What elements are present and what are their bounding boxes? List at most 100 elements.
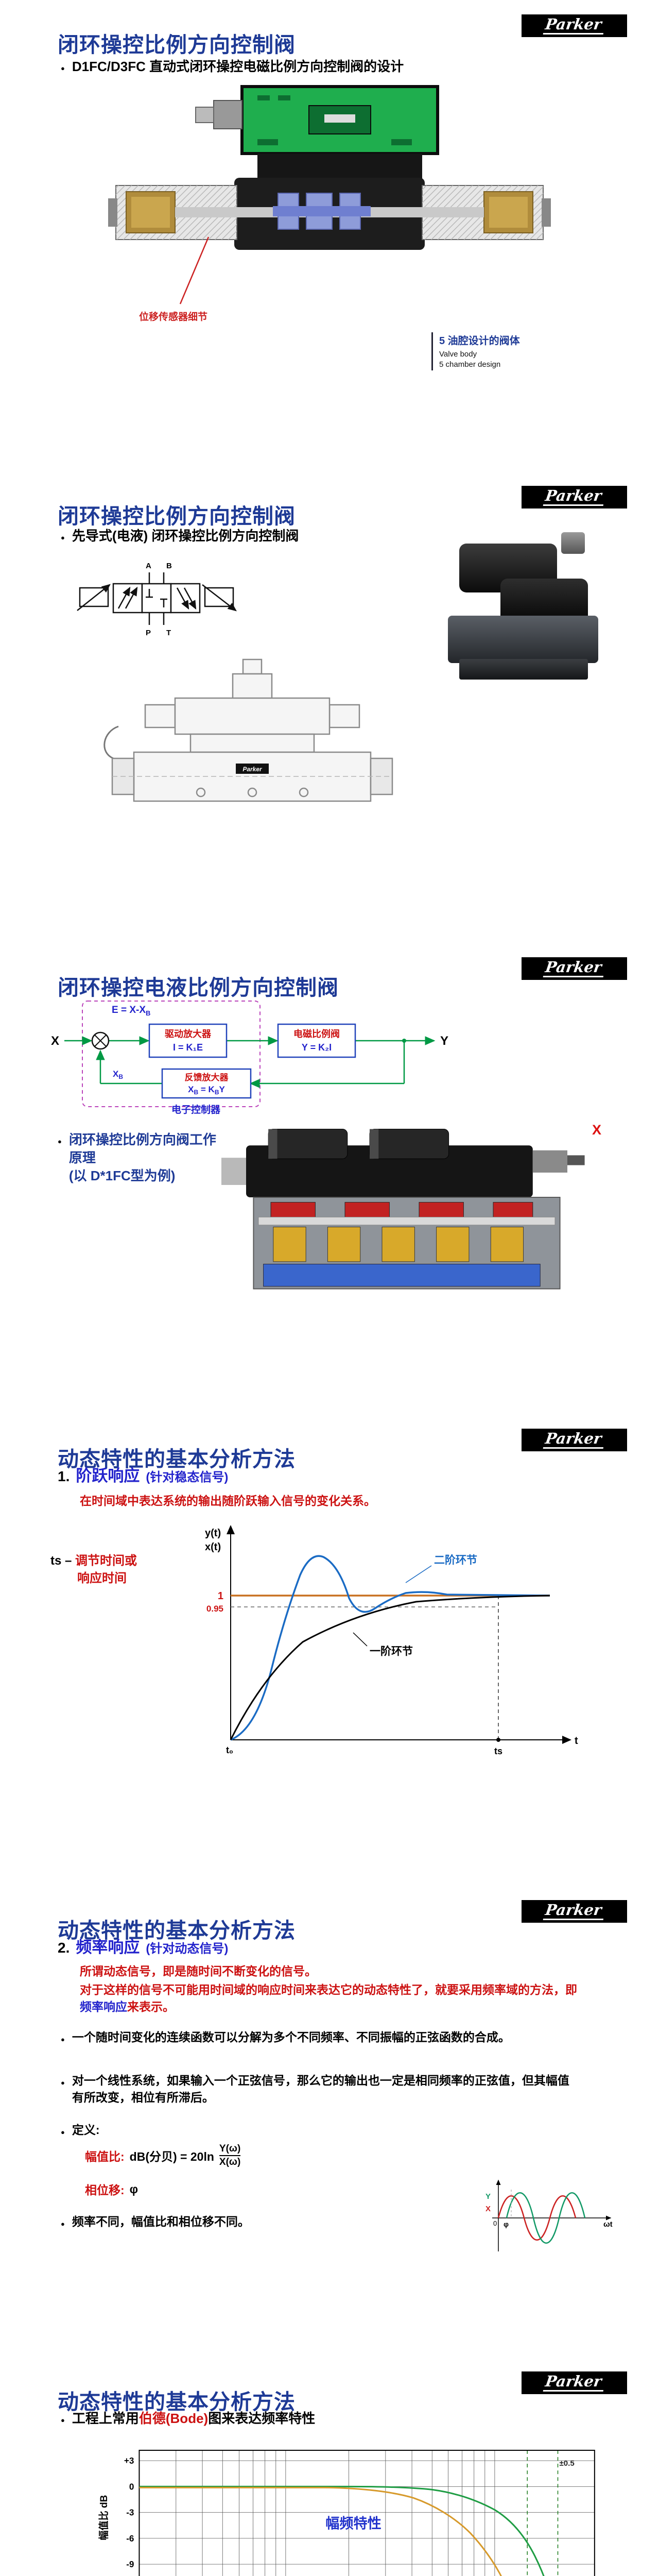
ts-text-2: 响应时间 (77, 1571, 127, 1585)
port-b-label: B (166, 562, 172, 570)
mag-tick-4: -9 (126, 2560, 134, 2569)
origin-label: t₀ (226, 1745, 233, 1755)
parker-logo-text: Parker (543, 958, 606, 977)
section-heading: 1. 阶跃响应 (针对稳态信号) (58, 1463, 228, 1486)
bullet-item: 工程上常用伯德(Bode)图来表达频率特性 (61, 2410, 596, 2428)
tolerance-label: ±0.5 (560, 2459, 575, 2468)
valve-cutaway-render (221, 1129, 585, 1290)
magnitude-axis-title: 幅值比 dB (98, 2495, 110, 2540)
pilot-x-marker: X (592, 1122, 602, 1138)
fraction-denominator: X(ω) (219, 2156, 241, 2167)
ts-text-1: 调节时间或 (75, 1554, 137, 1568)
valve-housing-top (257, 154, 422, 179)
error-formula: E = X-XB (112, 1005, 150, 1017)
bullet-text: 先导式(电液) 闭环操控比例方向控制阀 (72, 528, 299, 544)
principle-line-1: 闭环操控比例方向阀工作原理 (68, 1132, 216, 1166)
controller-label: 电子控制器 (171, 1104, 221, 1115)
chamber-label-en1: Valve body (439, 350, 477, 359)
parker-logo: Parker (522, 14, 627, 37)
phase-shift-definition: 相位移: φ (85, 2180, 138, 2198)
valve-photo (439, 529, 609, 684)
valve-body-block (448, 616, 598, 663)
t-axis-label: t (575, 1735, 578, 1747)
port-a-label: A (146, 562, 151, 570)
connector (561, 532, 585, 554)
port-t-label: T (166, 629, 171, 637)
valve-cross-section-illustration (108, 85, 551, 304)
feedback-formula: XB = KBY (188, 1084, 225, 1096)
svg-text:驱动放大器: 驱动放大器 (165, 1028, 212, 1039)
parker-logo-text: Parker (543, 487, 606, 506)
svg-text:反馈放大器: 反馈放大器 (185, 1072, 229, 1082)
parker-logo: Parker (522, 486, 627, 509)
heading-paren: (针对稳态信号) (146, 1470, 229, 1484)
tick-095: 0.95 (206, 1604, 223, 1614)
ts-legend: ts – 调节时间或 响应时间 (50, 1552, 137, 1587)
svg-text:Y = K₂I: Y = K₂I (302, 1042, 332, 1053)
bode-post: 图来表达频率特性 (208, 2411, 316, 2426)
fraction-bar (219, 2155, 241, 2156)
y-axis-label-2: x(t) (205, 1541, 221, 1553)
page-title: 闭环操控比例方向控制阀 (58, 504, 296, 529)
page-title: 闭环操控电液比例方向控制阀 (58, 976, 339, 1000)
bullet-item: 频率不同，幅值比和相位移不同。 (61, 2213, 473, 2231)
spool-lands (273, 193, 371, 230)
bullet-text: 对一个线性系统，如果输入一个正弦信号，那么它的输出也一定是相同频率的正弦值，但其… (72, 2074, 569, 2105)
section-heading: 2. 频率响应 (针对动态信号) (58, 1934, 228, 1957)
omega-t-label: ωt (603, 2220, 613, 2229)
mag-tick-1: 0 (129, 2482, 134, 2492)
valve-base (459, 659, 588, 680)
para2-pre: 对于这样的信号不可能用时间域的响应时间来表达它的动态特性了，就要采用频率域的方法… (80, 1983, 577, 1996)
slide-2-pilot-operated-valve: 闭环操控比例方向控制阀 Parker 先导式(电液) 闭环操控比例方向控制阀 (0, 471, 659, 943)
svg-text:电磁比例阀: 电磁比例阀 (293, 1028, 340, 1039)
feedback-amplifier-block: 反馈放大器 XB = KBY (161, 1068, 252, 1099)
bullet-text: 工程上常用伯德(Bode)图来表达频率特性 (72, 2410, 315, 2428)
parker-logo-text: Parker (543, 2372, 606, 2392)
ts-axis-dot (496, 1738, 500, 1742)
bullet-item: 对一个线性系统，如果输入一个正弦信号，那么它的输出也一定是相同频率的正弦值，但其… (61, 2072, 581, 2107)
heading-number: 2. (58, 1940, 70, 1956)
bullet-item: D1FC/D3FC 直动式闭环操控电磁比例方向控制阀的设计 (61, 58, 606, 76)
y-amplitude-label: Y (485, 2192, 491, 2201)
phi-label: φ (504, 2220, 509, 2228)
second-order-label: 二阶环节 (434, 1554, 477, 1566)
spool (258, 1216, 556, 1226)
ts-symbol: ts – (50, 1554, 72, 1568)
plot-border (138, 2450, 595, 2576)
para-dynamic-signal: 所谓动态信号，即是随时间不断变化的信号。 (80, 1964, 317, 1978)
page-title: 动态特性的基本分析方法 (58, 1447, 296, 1471)
sine-wave-figure: Y X 0 φ ωt (485, 2179, 613, 2251)
sensor-leader-line (179, 236, 210, 304)
pcb-connector (195, 100, 242, 129)
red-channels (270, 1202, 533, 1219)
xb-label: XB (113, 1069, 123, 1080)
drive-amplifier-block: 驱动放大器 I = K₁E (148, 1023, 228, 1058)
principle-line-2: (以 D*1FC型为例) (68, 1168, 176, 1184)
chamber-label-en2: 5 chamber design (439, 360, 501, 369)
valve-technical-drawing: Parker (103, 658, 393, 802)
hydraulic-schematic-symbol: A B P T (77, 562, 237, 637)
blue-gallery (263, 1264, 541, 1287)
amplitude-ratio-definition: 幅值比: dB(分贝) = 20ln Y(ω) X(ω) (85, 2143, 241, 2168)
yellow-chambers (273, 1227, 524, 1262)
bullet-text: 一个随时间变化的连续函数可以分解为多个不同频率、不同振幅的正弦函数的合成。 (72, 2030, 510, 2044)
port-p-label: P (146, 629, 151, 637)
fraction-numerator: Y(ω) (219, 2143, 241, 2154)
bullet-text: D1FC/D3FC 直动式闭环操控电磁比例方向控制阀的设计 (72, 59, 404, 74)
parker-logo: Parker (522, 1429, 627, 1451)
description-text: 在时间域中表达系统的输出随阶跃输入信号的变化关系。 (80, 1494, 376, 1507)
control-block-diagram: X Y E = X-XB 驱动放大器 I = K₁E 电磁比例阀 Y = K₂I… (51, 1001, 448, 1115)
bullet-text: 频率不同，幅值比和相位移不同。 (72, 2215, 250, 2228)
heading-paren: (针对动态信号) (146, 1942, 229, 1956)
bode-plot: +3 0 -3 -6 -9 -135° -90° -45° 10 100 200… (98, 2450, 595, 2576)
slide-6-bode-diagram: 动态特性的基本分析方法 Parker 工程上常用伯德(Bode)图来表达频率特性 (0, 2357, 659, 2576)
ts-axis-label: ts (494, 1746, 502, 1756)
para-frequency-domain: 对于这样的信号不可能用时间域的响应时间来表达它的动态特性了，就要采用频率域的方法… (80, 1981, 582, 2016)
mag-tick-2: -3 (126, 2508, 134, 2518)
proportional-valve-block: 电磁比例阀 Y = K₂I (277, 1023, 356, 1058)
chamber-label-cn: 5 油腔设计的阀体 (439, 335, 520, 347)
first-order-label: 一阶环节 (370, 1645, 413, 1657)
drawing-parker-logo: Parker (236, 764, 269, 774)
y-axis-label-1: y(t) (205, 1528, 221, 1539)
bullet-item: 定义: (61, 2122, 267, 2139)
